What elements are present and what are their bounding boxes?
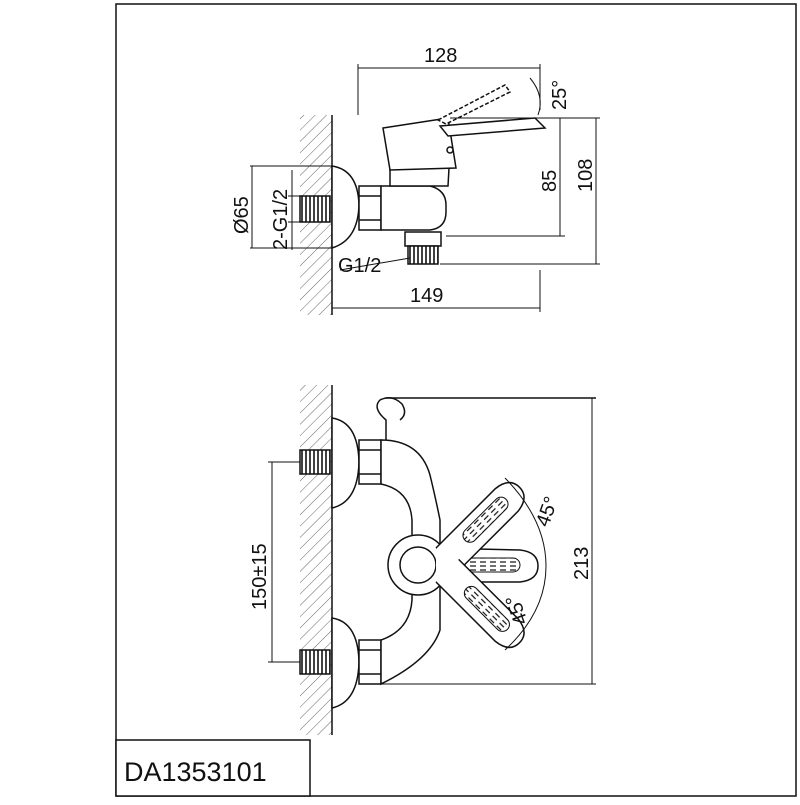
dim-arc-45-upper <box>504 477 547 567</box>
lever-upper-position <box>435 481 525 572</box>
lower-nut <box>358 639 382 685</box>
hex-nut <box>358 185 382 231</box>
front-wall-hatch <box>300 385 332 735</box>
lever-handle <box>438 117 547 137</box>
title-block-frame <box>115 739 311 797</box>
label-total-height: 108 <box>575 159 597 192</box>
label-spout-height: 85 <box>539 170 561 192</box>
dim-arc-25 <box>529 77 541 116</box>
lower-inlet-thread <box>299 649 331 675</box>
title-block: DA1353101 <box>115 739 311 797</box>
label-inlet-thread: 2-G1/2 <box>270 189 292 250</box>
side-view-labels: 128 25° 85 108 Ø65 2-G1/2 G1/2 149 <box>231 45 597 307</box>
label-projection: 149 <box>410 285 443 307</box>
label-flange-diameter: Ø65 <box>231 196 253 234</box>
cartridge-cap <box>382 117 457 171</box>
front-valve-body <box>380 439 441 686</box>
label-center-distance: 150±15 <box>249 543 271 610</box>
label-total-depth: 128 <box>424 45 457 67</box>
label-lever-angle: 25° <box>549 80 571 110</box>
leader-outlet <box>339 257 411 271</box>
lever-raised-outline <box>436 84 512 125</box>
upper-inlet-thread <box>299 449 331 475</box>
model-number: DA1353101 <box>124 757 267 787</box>
upper-nut <box>358 439 382 485</box>
valve-body <box>380 185 447 231</box>
side-view-dimensions <box>250 64 600 315</box>
label-front-height: 213 <box>571 547 593 580</box>
side-view <box>299 84 547 315</box>
inlet-thread <box>299 195 331 223</box>
page-border <box>115 3 797 797</box>
front-view <box>299 385 596 735</box>
label-outlet-thread: G1/2 <box>338 255 381 277</box>
dim-arc-45-lower <box>504 565 547 651</box>
flange <box>331 165 360 250</box>
outlet-thread <box>407 245 439 265</box>
label-angle-upper: 45° <box>532 494 563 530</box>
hose-hook <box>376 397 406 440</box>
outlet-nut <box>404 231 442 247</box>
front-view-dimensions <box>268 398 596 685</box>
upper-flange <box>331 417 360 509</box>
lever-lower-position <box>435 558 525 649</box>
front-view-labels: 150±15 213 45° 45° <box>249 494 593 628</box>
lower-flange <box>331 617 360 709</box>
